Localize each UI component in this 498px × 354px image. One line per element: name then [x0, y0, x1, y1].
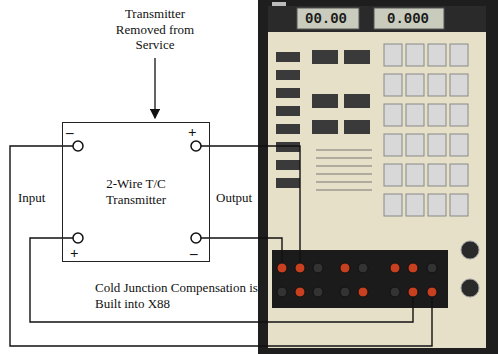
- polarity-sign: +: [188, 125, 197, 140]
- display-reading: 00.00: [305, 12, 347, 26]
- polarity-sign: +: [70, 246, 79, 261]
- leader-arrow: [154, 58, 155, 118]
- terminal: [191, 233, 201, 243]
- polarity-sign: –: [190, 246, 198, 261]
- terminal: [73, 141, 83, 151]
- transmitter-box: 2-Wire T/C Transmitter: [62, 122, 210, 262]
- box-label: 2-Wire T/C Transmitter: [94, 176, 178, 207]
- output-plus-wire: [201, 146, 300, 263]
- display-reading: 0.000: [387, 12, 429, 26]
- note: Cold Junction Compensation is Built into…: [95, 280, 275, 311]
- polarity-sign: –: [66, 125, 74, 140]
- input-plus-wire: [30, 238, 413, 322]
- signal-name: Input: [18, 190, 45, 206]
- terminal: [191, 141, 201, 151]
- callout-note: Transmitter Removed from Service: [100, 6, 210, 53]
- input-minus-wire: [10, 146, 432, 346]
- signal-name: Output: [216, 190, 252, 206]
- output-minus-wire: [201, 238, 282, 263]
- terminal: [73, 233, 83, 243]
